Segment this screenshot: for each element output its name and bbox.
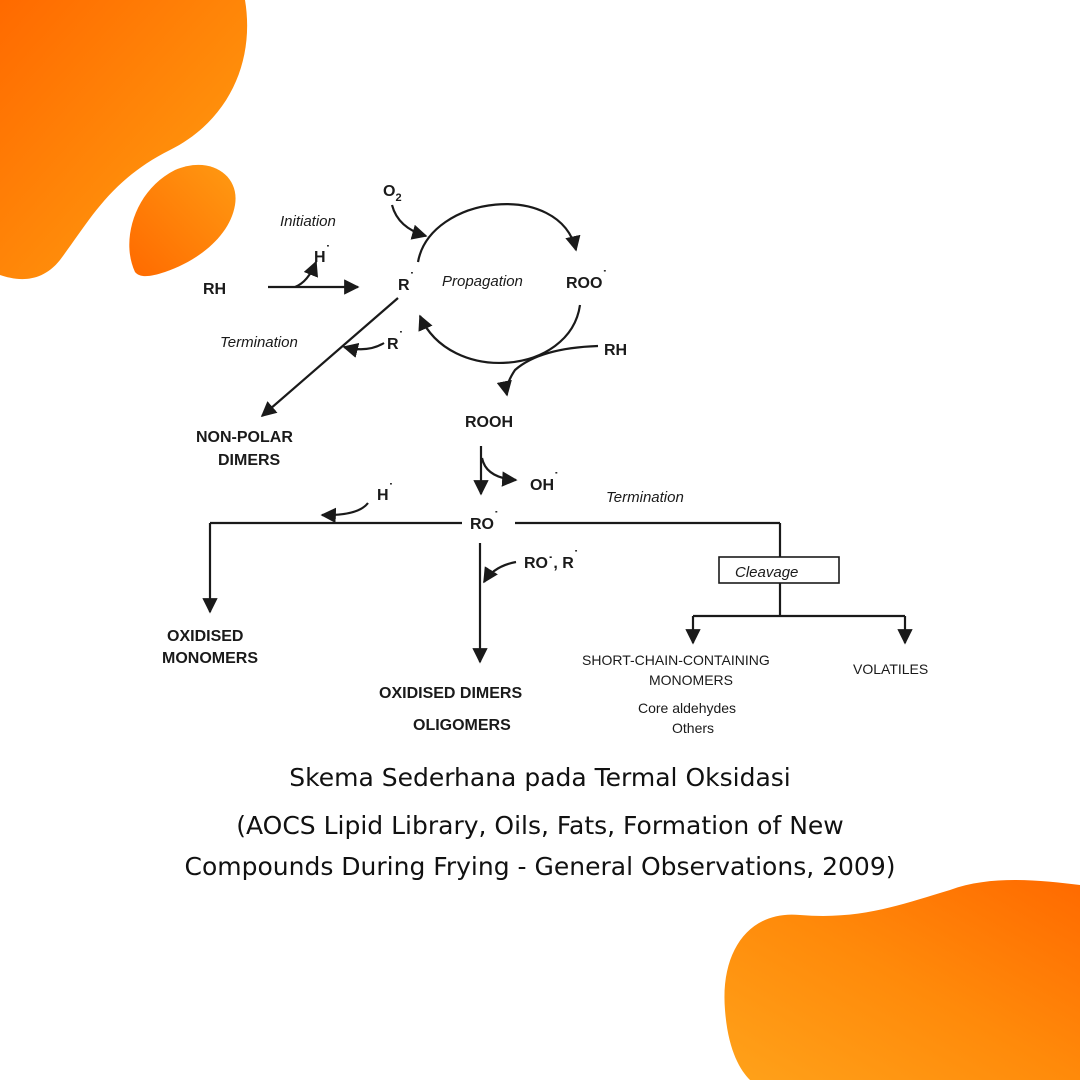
- oxidised-monomers-line1: OXIDISED: [167, 628, 243, 645]
- oxidised-dimers-label: OXIDISED DIMERS: [379, 685, 522, 702]
- oh-radical-label: OH˙: [530, 469, 559, 494]
- oxygen-label: O2: [383, 183, 402, 204]
- termination-left-label: Termination: [220, 334, 298, 351]
- h-entering-arrow: [320, 502, 369, 524]
- ro-r-entering-arrow: [483, 560, 517, 584]
- oh-leaving-arrow: [480, 457, 518, 487]
- short-chain-line2: MONOMERS: [649, 672, 733, 688]
- short-chain-line1: SHORT-CHAIN-CONTAINING: [582, 652, 770, 668]
- propagation-top-arc: [416, 203, 581, 263]
- r-radical-label: R˙: [398, 269, 414, 294]
- caption-line-1: Skema Sederhana pada Termal Oksidasi: [289, 763, 791, 792]
- oligomers-label: OLIGOMERS: [413, 717, 511, 734]
- termination-right-label: Termination: [606, 489, 684, 506]
- r-termination-label: R˙: [387, 328, 403, 353]
- ro-radical-label: RO˙: [470, 508, 499, 533]
- termination-arrow: [260, 297, 399, 418]
- caption-line-3: Compounds During Frying - General Observ…: [184, 852, 896, 881]
- others-label: Others: [672, 720, 714, 736]
- rh-left-label: RH: [203, 281, 226, 298]
- h-initiation-label: H˙: [314, 242, 330, 266]
- volatiles-label: VOLATILES: [853, 661, 928, 677]
- rooh-label: ROOH: [465, 414, 513, 431]
- top-left-drop: [129, 164, 236, 277]
- oxidised-monomers-line2: MONOMERS: [162, 650, 258, 667]
- h-leaving-arrow: [294, 260, 318, 289]
- rh-right-label: RH: [604, 342, 627, 359]
- top-left-blob: [0, 0, 248, 280]
- roo-radical-label: ROO˙: [566, 267, 607, 292]
- initiation-label: Initiation: [280, 213, 336, 230]
- ro-r-radicals-label: RO˙, R˙: [524, 547, 578, 572]
- h-left-label: H˙: [377, 480, 393, 504]
- propagation-label: Propagation: [442, 273, 523, 290]
- o2-entering-arrow: [390, 204, 428, 240]
- r-joining-arrow: [342, 342, 385, 358]
- core-aldehydes-label: Core aldehydes: [638, 700, 736, 716]
- non-polar-dimers-line1: NON-POLAR: [196, 429, 293, 446]
- caption-line-2: (AOCS Lipid Library, Oils, Fats, Formati…: [236, 811, 844, 840]
- rh-entering-arrow: [496, 344, 599, 397]
- propagation-bottom-arc: [418, 304, 582, 365]
- non-polar-dimers-line2: DIMERS: [218, 452, 281, 469]
- bottom-right-blob: [724, 880, 1080, 1080]
- cleavage-label: Cleavage: [735, 564, 798, 581]
